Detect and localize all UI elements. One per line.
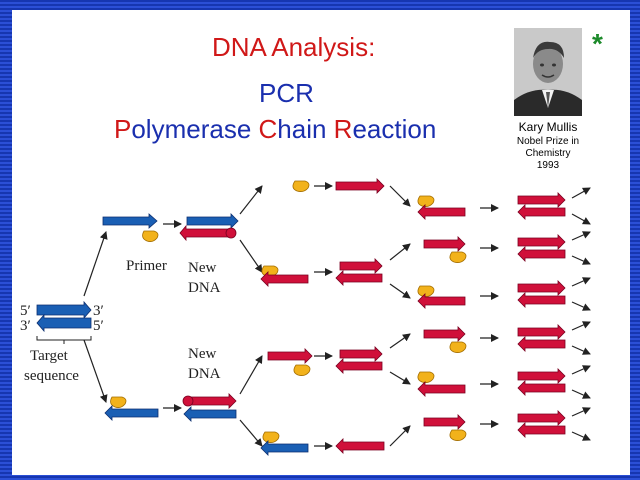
label-sequence: sequence: [24, 368, 79, 384]
primer-blob-bottom: [110, 396, 127, 408]
word-rest-1: olymerase: [131, 114, 259, 144]
arrow-down: [83, 339, 108, 403]
initial-p: P: [114, 114, 132, 144]
label-target: Target: [30, 348, 69, 364]
column-5: [517, 192, 566, 438]
strand-blue-bottom-2: [183, 406, 237, 422]
strand-red-new: [179, 224, 232, 242]
label-5prime-bottom: 5′: [93, 318, 104, 334]
slide-subtitle: PCR: [259, 78, 314, 108]
column-3: [335, 178, 411, 454]
polymerase-dot: [225, 227, 237, 239]
strand-red-new-bottom: [186, 393, 237, 409]
label-new-bottom-1: New: [188, 346, 216, 362]
portrait-award: Nobel Prize in: [516, 136, 580, 147]
label-new-top-2: DNA: [188, 280, 221, 296]
strand-blue-bottom: [104, 405, 159, 421]
label-new-bottom-2: DNA: [188, 366, 221, 382]
initial-r: R: [333, 114, 353, 144]
initial-c: C: [258, 114, 278, 144]
strand-blue-top: [102, 213, 158, 229]
arrow-up: [83, 231, 108, 297]
portrait-field: Chemistry: [525, 148, 571, 159]
label-3prime-top: 3′: [93, 303, 104, 319]
primer-blob: [142, 230, 159, 242]
word-rest-2: hain: [277, 114, 334, 144]
slide-title: DNA Analysis:: [212, 32, 376, 62]
output-arrows: [571, 187, 591, 441]
column-2: [239, 180, 333, 456]
label-new-top-1: New: [188, 260, 216, 276]
green-asterisk-icon: *: [592, 28, 603, 59]
label-primer: Primer: [126, 258, 167, 274]
label-5prime-top: 5′: [20, 303, 31, 319]
label-3prime-bottom: 3′: [20, 318, 31, 334]
polymerase-dot-bottom: [182, 395, 194, 407]
slide-expansion: Polymerase Chain Reaction: [114, 114, 436, 145]
column-4: [417, 195, 499, 441]
strand-blue-top-2: [186, 213, 239, 229]
target-strands: [36, 300, 92, 333]
portrait-photo: [514, 28, 582, 116]
portrait-year: 1993: [536, 160, 560, 171]
portrait-name: Kary Mullis: [518, 120, 578, 134]
target-bracket: [36, 336, 92, 344]
word-rest-3: eaction: [352, 114, 437, 144]
